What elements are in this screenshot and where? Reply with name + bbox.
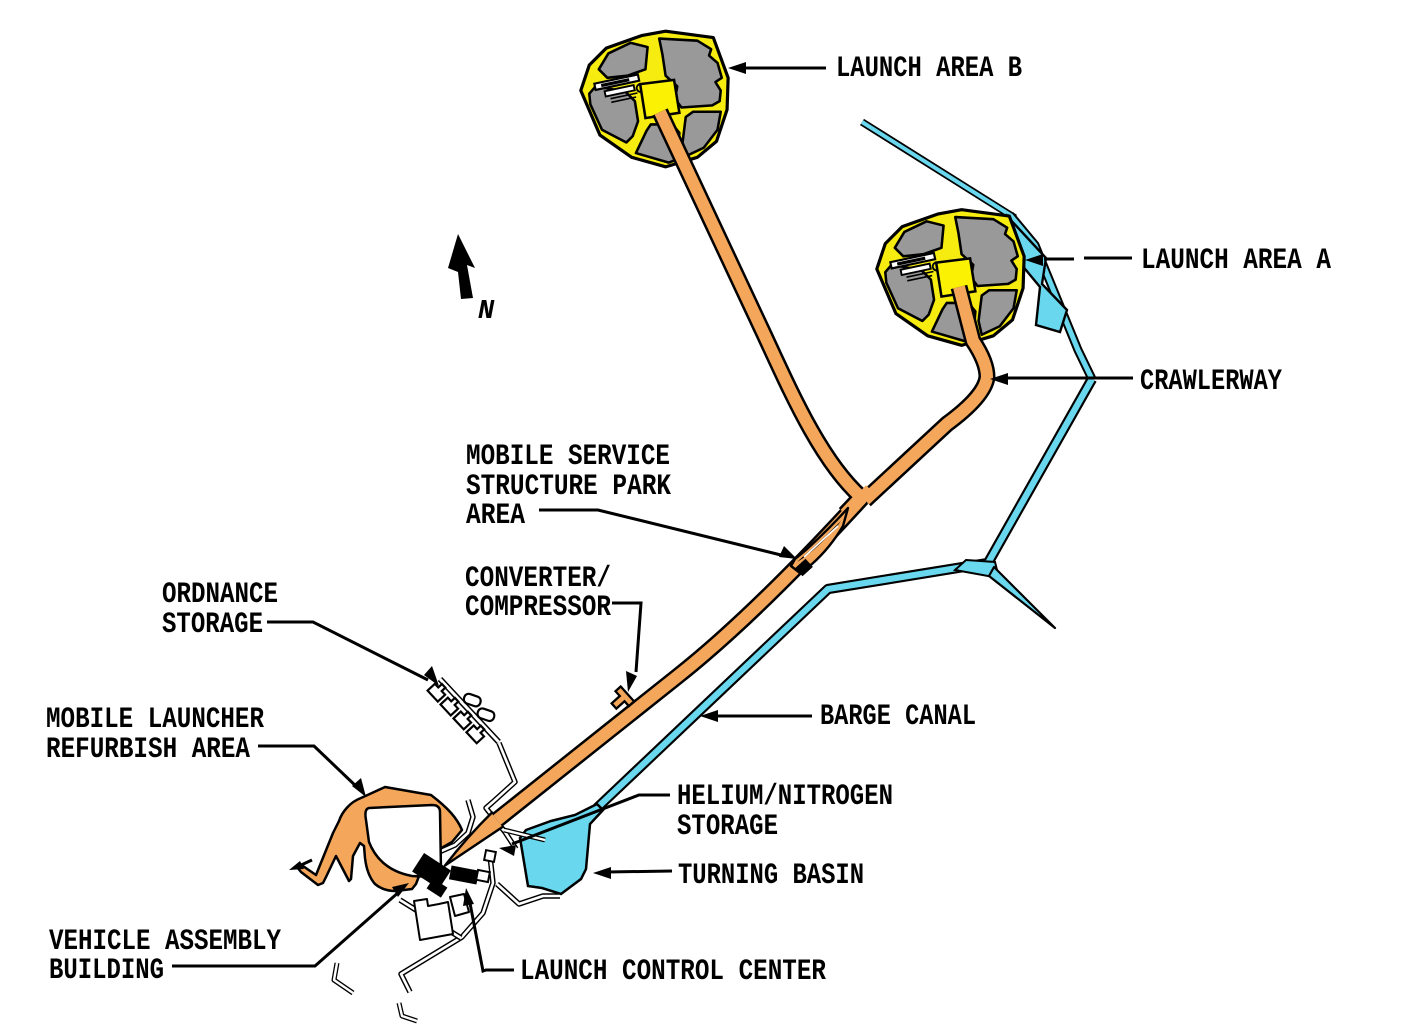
svg-text:TURNING BASIN: TURNING BASIN — [678, 858, 864, 892]
svg-text:STRUCTURE PARK: STRUCTURE PARK — [466, 469, 671, 503]
svg-text:BUILDING: BUILDING — [49, 953, 164, 987]
svg-text:STORAGE: STORAGE — [677, 809, 778, 843]
svg-text:N: N — [478, 297, 495, 327]
svg-text:COMPRESSOR: COMPRESSOR — [465, 590, 611, 624]
svg-text:ORDNANCE: ORDNANCE — [162, 577, 278, 611]
svg-text:CRAWLERWAY: CRAWLERWAY — [1140, 364, 1282, 398]
svg-text:BARGE CANAL: BARGE CANAL — [820, 699, 976, 733]
svg-text:MOBILE LAUNCHER: MOBILE LAUNCHER — [46, 702, 264, 736]
svg-text:REFURBISH AREA: REFURBISH AREA — [46, 732, 250, 766]
svg-text:MOBILE SERVICE: MOBILE SERVICE — [466, 439, 670, 473]
svg-text:LAUNCH CONTROL CENTER: LAUNCH CONTROL CENTER — [520, 954, 826, 988]
svg-text:HELIUM/NITROGEN: HELIUM/NITROGEN — [677, 779, 893, 813]
svg-text:LAUNCH AREA A: LAUNCH AREA A — [1141, 243, 1331, 277]
svg-text:AREA: AREA — [466, 498, 525, 532]
svg-text:LAUNCH AREA B: LAUNCH AREA B — [836, 51, 1022, 85]
svg-text:STORAGE: STORAGE — [162, 607, 263, 641]
svg-text:VEHICLE ASSEMBLY: VEHICLE ASSEMBLY — [49, 924, 281, 958]
svg-text:CONVERTER/: CONVERTER/ — [465, 561, 611, 595]
